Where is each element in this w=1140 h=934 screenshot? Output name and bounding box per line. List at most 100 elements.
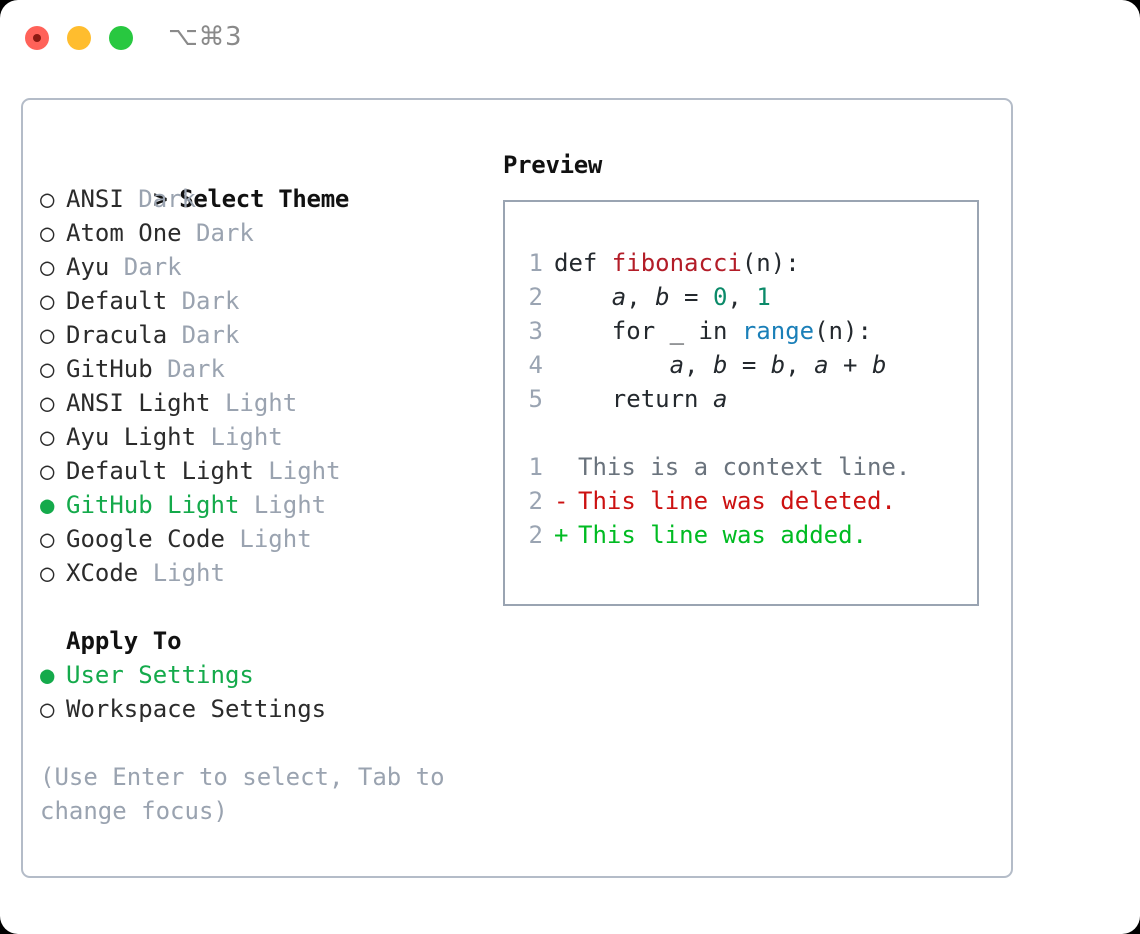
- code-token-plain: (n):: [814, 317, 872, 345]
- theme-option-dracula[interactable]: ○ Dracula Dark: [40, 318, 470, 352]
- theme-variant-badge: Dark: [181, 219, 254, 247]
- diff-line-add: 2 + This line was added.: [517, 518, 910, 552]
- radio-unselected-icon: ○: [40, 423, 55, 451]
- diff-text: This line was deleted.: [578, 487, 896, 515]
- diff-text: This is a context line.: [578, 453, 911, 481]
- zoom-button[interactable]: [109, 26, 133, 50]
- theme-variant-badge: Dark: [167, 287, 240, 315]
- theme-option-label: GitHub: [66, 355, 153, 383]
- theme-list-column: >Select Theme ○ANSI Dark○Atom One Dark○A…: [40, 148, 470, 828]
- theme-option-ansi[interactable]: ○ ANSI Dark: [40, 182, 470, 216]
- title-bar: ⌥⌘3: [0, 0, 1140, 78]
- radio-unselected-icon: ○: [40, 287, 55, 315]
- code-token-plain: =: [727, 351, 771, 379]
- theme-option-xcode[interactable]: ○XCode Light: [40, 556, 470, 590]
- line-number: 1: [528, 249, 543, 277]
- theme-option-atom-one[interactable]: ○Atom One Dark: [40, 216, 470, 250]
- theme-option-default-light[interactable]: ○ Default Light Light: [40, 454, 470, 488]
- radio-unselected-icon: ○: [40, 321, 55, 349]
- code-token-plain: def: [554, 249, 612, 277]
- theme-option-ansi-light[interactable]: ○ ANSI Light Light: [40, 386, 470, 420]
- radio-unselected-icon: ○: [40, 389, 55, 417]
- theme-option-default[interactable]: ○ Default Dark: [40, 284, 470, 318]
- theme-option-label: ANSI: [66, 185, 124, 213]
- code-token-plain: ,: [785, 351, 815, 379]
- code-token-var: a: [611, 283, 627, 311]
- theme-variant-badge: Light: [253, 457, 341, 485]
- theme-options-list[interactable]: ○ANSI Dark○Atom One Dark○Ayu Dark○Defaul…: [40, 182, 470, 590]
- apply-to-heading: Apply To: [66, 627, 182, 655]
- code-line: 2 a, b = 0, 1: [517, 280, 886, 314]
- radio-unselected-icon: ○: [40, 185, 55, 213]
- diff-sign: [554, 450, 578, 484]
- theme-option-label: Dracula: [66, 321, 168, 349]
- theme-option-google-code[interactable]: ○Google Code Light: [40, 522, 470, 556]
- theme-option-ayu-light[interactable]: ○Ayu Light Light: [40, 420, 470, 454]
- radio-unselected-icon: ○: [40, 253, 55, 281]
- line-number: 5: [528, 385, 543, 413]
- code-token-builtin: range: [741, 317, 815, 345]
- radio-unselected-icon: ○: [40, 559, 55, 587]
- code-token-var: b: [770, 351, 786, 379]
- code-token-var: b: [871, 351, 887, 379]
- diff-line-ctx: 1 This is a context line.: [517, 450, 911, 484]
- apply-to-option-user-settings[interactable]: ●User Settings: [40, 658, 470, 692]
- theme-selector-panel: >Select Theme ○ANSI Dark○Atom One Dark○A…: [21, 98, 1013, 878]
- theme-option-github-light[interactable]: ●GitHub Light Light: [40, 488, 470, 522]
- code-token-num: 0: [712, 283, 728, 311]
- diff-sign: +: [554, 521, 569, 549]
- apply-to-option-label: Workspace Settings: [66, 695, 327, 723]
- theme-option-label: Default: [66, 287, 168, 315]
- theme-option-label: Default Light: [66, 457, 254, 485]
- code-token-var: b: [712, 351, 728, 379]
- theme-option-ayu[interactable]: ○ Ayu Dark: [40, 250, 470, 284]
- diff-text: This line was added.: [578, 521, 867, 549]
- code-token-num: 1: [756, 283, 771, 311]
- code-token-func: fibonacci: [611, 249, 742, 277]
- theme-option-label: Google Code: [66, 525, 225, 553]
- theme-list-heading: > Select Theme: [40, 148, 470, 213]
- theme-variant-badge: Light: [224, 525, 312, 553]
- theme-option-github[interactable]: ○GitHub Dark: [40, 352, 470, 386]
- theme-variant-badge: Dark: [109, 253, 182, 281]
- theme-variant-badge: Dark: [152, 355, 225, 383]
- line-number: 2: [528, 487, 543, 515]
- titlebar-shortcut-label: ⌥⌘3: [168, 22, 243, 52]
- theme-variant-badge: Light: [239, 491, 327, 519]
- close-button[interactable]: [25, 26, 49, 50]
- apply-to-option-workspace-settings[interactable]: ○ Workspace Settings: [40, 692, 470, 726]
- line-number: 2: [528, 521, 543, 549]
- list-spacer: [40, 590, 470, 624]
- code-line: 3 for _ in range(n):: [517, 314, 886, 348]
- selection-caret-icon: >: [153, 185, 168, 213]
- diff-sign: -: [554, 487, 569, 515]
- line-number: 3: [528, 317, 543, 345]
- diff-line-del: 2-This line was deleted.: [517, 484, 910, 518]
- radio-unselected-icon: ○: [40, 457, 55, 485]
- theme-variant-badge: Dark: [167, 321, 240, 349]
- line-number: 4: [528, 351, 543, 379]
- apply-to-option-label: User Settings: [66, 661, 254, 689]
- preview-title: Preview: [503, 151, 603, 179]
- page-title: Select Theme: [179, 185, 349, 213]
- theme-option-label: Ayu: [66, 253, 110, 281]
- code-token-var: b: [655, 283, 670, 311]
- theme-option-label: GitHub Light: [66, 491, 240, 519]
- code-token-var: a: [814, 351, 829, 379]
- minimize-button[interactable]: [67, 26, 91, 50]
- theme-option-label: XCode: [66, 559, 139, 587]
- theme-variant-badge: Light: [210, 389, 298, 417]
- code-token-plain: (n):: [741, 249, 800, 277]
- code-line: 5 return a: [517, 382, 886, 416]
- keyboard-hint-text: (Use Enter to select, Tab to change focu…: [40, 763, 460, 825]
- code-token-plain: ,: [684, 351, 713, 379]
- theme-variant-badge: Dark: [123, 185, 197, 213]
- apply-to-options-list[interactable]: ●User Settings ○ Workspace Settings: [40, 658, 470, 726]
- theme-option-label: ANSI Light: [66, 389, 211, 417]
- code-token-plain: =: [669, 283, 713, 311]
- radio-unselected-icon: ○: [40, 695, 55, 723]
